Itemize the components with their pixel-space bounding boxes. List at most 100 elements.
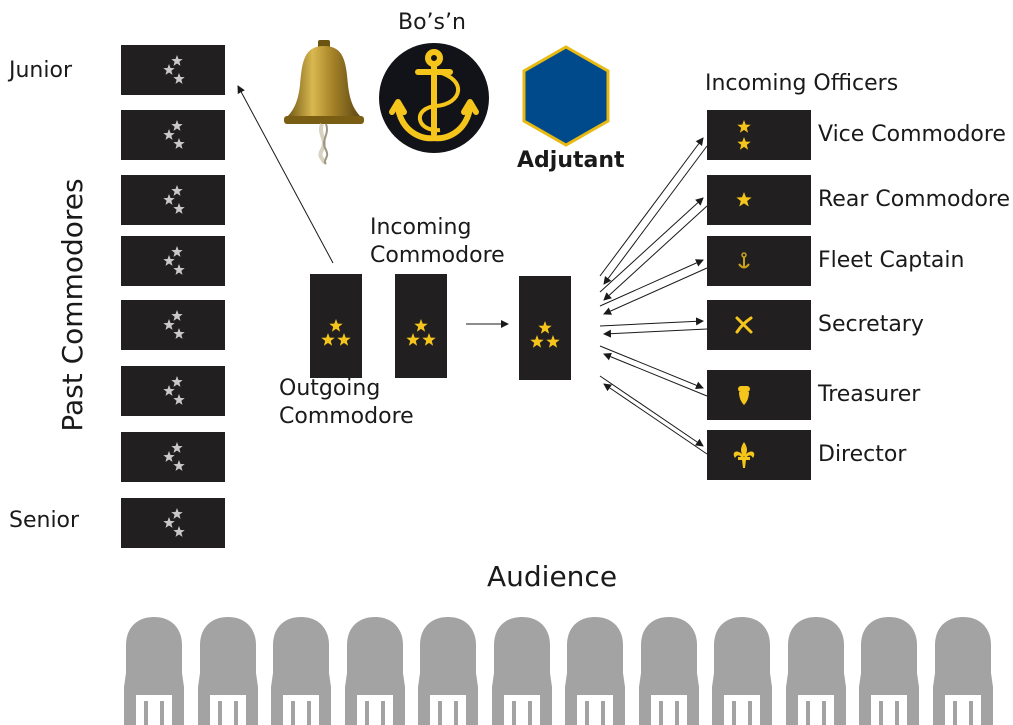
star-icon [163,255,175,266]
star-icon [173,73,185,84]
silver-stars-icon [163,55,185,84]
officer-label: Vice Commodore [818,122,1006,147]
chair-icon [491,617,552,725]
three-stars-icon [406,319,436,346]
star-icon [163,385,175,396]
past-commodore-board [121,432,225,482]
bell-icon [284,40,364,165]
incoming-officers-heading: Incoming Officers [705,71,899,96]
past-commodore-board [121,45,225,95]
fleur-de-lis-icon [733,442,755,468]
incoming-commodore-board [395,274,447,378]
star-icon [171,246,183,257]
star-icon [530,335,544,348]
past-commodore-board [121,498,225,548]
three-stars-icon [321,319,351,346]
star-icon [171,376,183,387]
chair-icon [124,617,184,725]
three-stars-icon [530,321,560,348]
outgoing-commodore-label: Outgoing Commodore [279,376,414,429]
officer-label: Secretary [818,312,924,337]
star-icon [173,460,185,471]
arrow-to-junior [237,85,334,264]
star-icon [171,442,183,453]
officer-board [707,430,811,480]
silver-stars-icon [163,310,185,339]
star-icon [173,328,185,339]
star-icon [173,138,185,149]
star-icon [736,192,752,207]
silver-stars-icon [163,376,185,405]
star-icon [414,319,428,332]
chair-icon [344,617,405,725]
past-commodore-board [121,300,225,350]
officer-board [707,300,811,350]
star-icon [337,333,351,346]
star-icon [163,451,175,462]
star-icon [329,319,343,332]
officer-label: Director [818,442,907,467]
officer-board [707,110,811,160]
anchor-icon [738,252,750,269]
silver-stars-icon [163,185,185,214]
star-icon [173,394,185,405]
two-stars-icon [737,120,751,150]
chair-icon [712,617,772,725]
star-icon [171,508,183,519]
crossed-quills-icon [735,316,753,334]
chair-icon [785,617,846,725]
star-icon [171,55,183,66]
officer-label: Fleet Captain [818,248,965,273]
chair-icon [932,617,993,725]
chair-icon [565,617,625,725]
chair-icon [197,617,258,725]
chair-icon [271,617,331,725]
adjutant-label: Adjutant [517,148,625,173]
senior-label: Senior [9,508,80,533]
incoming-commodore-label: Incoming Commodore [370,215,505,268]
commodore-board [519,276,571,380]
star-icon [422,333,436,346]
officer-board [707,236,811,286]
star-icon [163,129,175,140]
past-commodore-board [121,110,225,160]
star-icon [173,203,185,214]
chair-icon [859,617,919,725]
bosn-label: Bo’s’n [398,10,466,35]
chair-icon [418,617,478,725]
officer-board [707,370,811,420]
silver-stars-icon [163,442,185,471]
star-icon [171,185,183,196]
star-icon [163,194,175,205]
star-icon [406,333,420,346]
star-icon [173,264,185,275]
outgoing-commodore-board [310,274,362,378]
audience-heading: Audience [487,560,618,593]
silver-stars-icon [163,120,185,149]
star-icon [171,120,183,131]
anchor-icon [379,43,489,153]
star-icon [736,192,752,207]
past-commodore-board [121,175,225,225]
star-icon [173,526,185,537]
officer-label: Rear Commodore [818,187,1011,212]
star-icon [163,517,175,528]
star-icon [171,310,183,321]
chair-icon [638,617,699,725]
junior-label: Junior [9,58,72,83]
adjutant-hexagon-icon [522,45,610,147]
silver-stars-icon [163,508,185,537]
officer-label: Treasurer [818,382,921,407]
star-icon [737,137,751,150]
star-icon [546,335,560,348]
past-commodore-board [121,366,225,416]
star-icon [538,321,552,334]
silver-stars-icon [163,246,185,275]
star-icon [163,319,175,330]
officer-board [707,175,811,225]
star-icon [163,64,175,75]
star-icon [321,333,335,346]
past-commodore-board [121,236,225,286]
star-icon [737,120,751,133]
